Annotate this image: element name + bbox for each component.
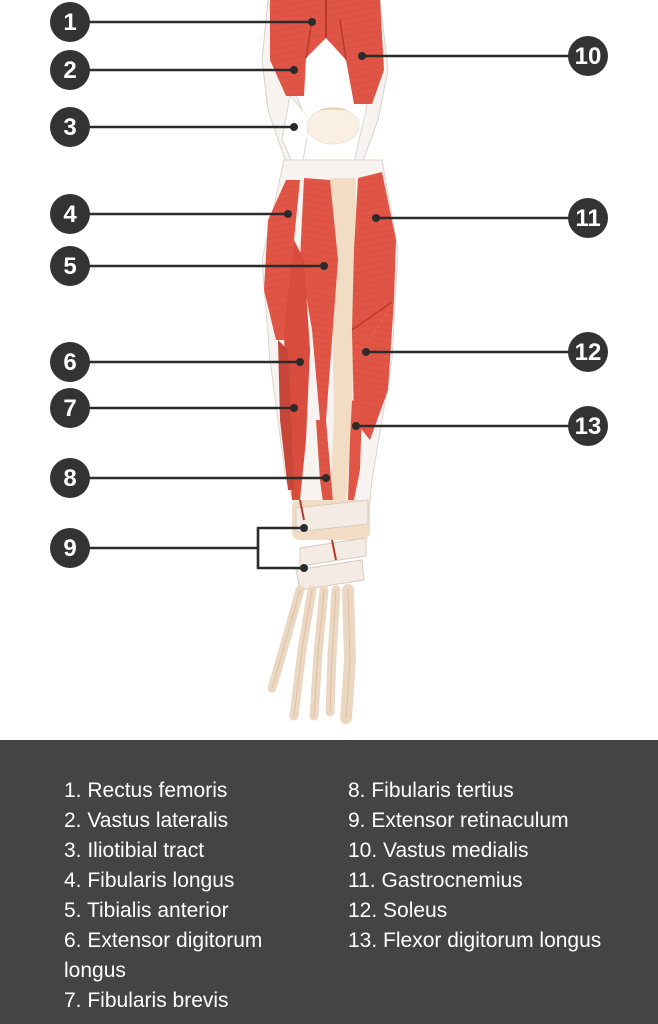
svg-text:8: 8	[63, 465, 76, 492]
svg-text:10: 10	[575, 43, 602, 70]
marker-3: 3	[50, 107, 90, 147]
legend-column-right: 8. Fibularis tertius 9. Extensor retinac…	[348, 776, 638, 956]
gastrocnemius-shape	[352, 172, 396, 340]
ankle-and-retinaculum	[292, 499, 370, 591]
marker-6: 6	[50, 342, 90, 382]
svg-text:13: 13	[575, 413, 602, 440]
legend-item-11: 11. Gastrocnemius	[348, 869, 523, 892]
legend-item-6: 6. Extensor digitorum longus	[64, 929, 263, 982]
svg-text:6: 6	[63, 349, 76, 376]
legend-item-2: 2. Vastus lateralis	[64, 809, 229, 832]
tibialis-anterior-shape	[300, 178, 338, 420]
patella	[300, 107, 366, 150]
fibularis-brevis-shape	[278, 340, 294, 490]
svg-text:4: 4	[63, 201, 77, 228]
marker-5: 5	[50, 246, 90, 286]
svg-text:3: 3	[63, 114, 76, 141]
foot-bones	[267, 584, 357, 724]
legend-item-12: 12. Soleus	[348, 899, 448, 922]
marker-4: 4	[50, 194, 90, 234]
fibularis-longus-shape	[264, 180, 300, 340]
svg-text:1: 1	[63, 9, 76, 36]
legend-item-13: 13. Flexor digitorum longus	[348, 929, 602, 952]
svg-text:7: 7	[63, 395, 76, 422]
marker-2: 2	[50, 50, 90, 90]
marker-9: 9	[50, 528, 90, 568]
marker-10: 10	[568, 36, 608, 76]
legend-item-4: 4. Fibularis longus	[64, 869, 235, 892]
legend-item-3: 3. Iliotibial tract	[64, 839, 205, 862]
svg-text:5: 5	[63, 253, 76, 280]
marker-11: 11	[568, 198, 608, 238]
marker-13: 13	[568, 406, 608, 446]
legend-item-7: 7. Fibularis brevis	[64, 989, 229, 1012]
marker-8: 8	[50, 458, 90, 498]
marker-7: 7	[50, 388, 90, 428]
foot-tendons	[299, 499, 337, 561]
svg-text:9: 9	[63, 535, 76, 562]
svg-text:11: 11	[575, 205, 600, 232]
legend-item-10: 10. Vastus medialis	[348, 839, 529, 862]
legend-item-5: 5. Tibialis anterior	[64, 899, 229, 922]
legend-item-8: 8. Fibularis tertius	[348, 779, 514, 802]
rectus-femoris-shape	[270, 0, 384, 104]
leg-muscle-illustration: 1 2 3 4 5 6 7 8 9 10 11 12	[50, 0, 608, 724]
legend-item-9: 9. Extensor retinaculum	[348, 809, 569, 832]
legend-column-left: 1. Rectus femoris 2. Vastus lateralis 3.…	[64, 776, 328, 1016]
marker-12: 12	[568, 332, 608, 372]
marker-1: 1	[50, 2, 90, 42]
leader-lines	[70, 18, 588, 572]
soleus-shape	[351, 300, 394, 440]
legend-item-1: 1. Rectus femoris	[64, 779, 228, 802]
svg-text:12: 12	[575, 339, 602, 366]
svg-text:2: 2	[63, 57, 76, 84]
legend-panel: 1. Rectus femoris 2. Vastus lateralis 3.…	[0, 740, 658, 1024]
